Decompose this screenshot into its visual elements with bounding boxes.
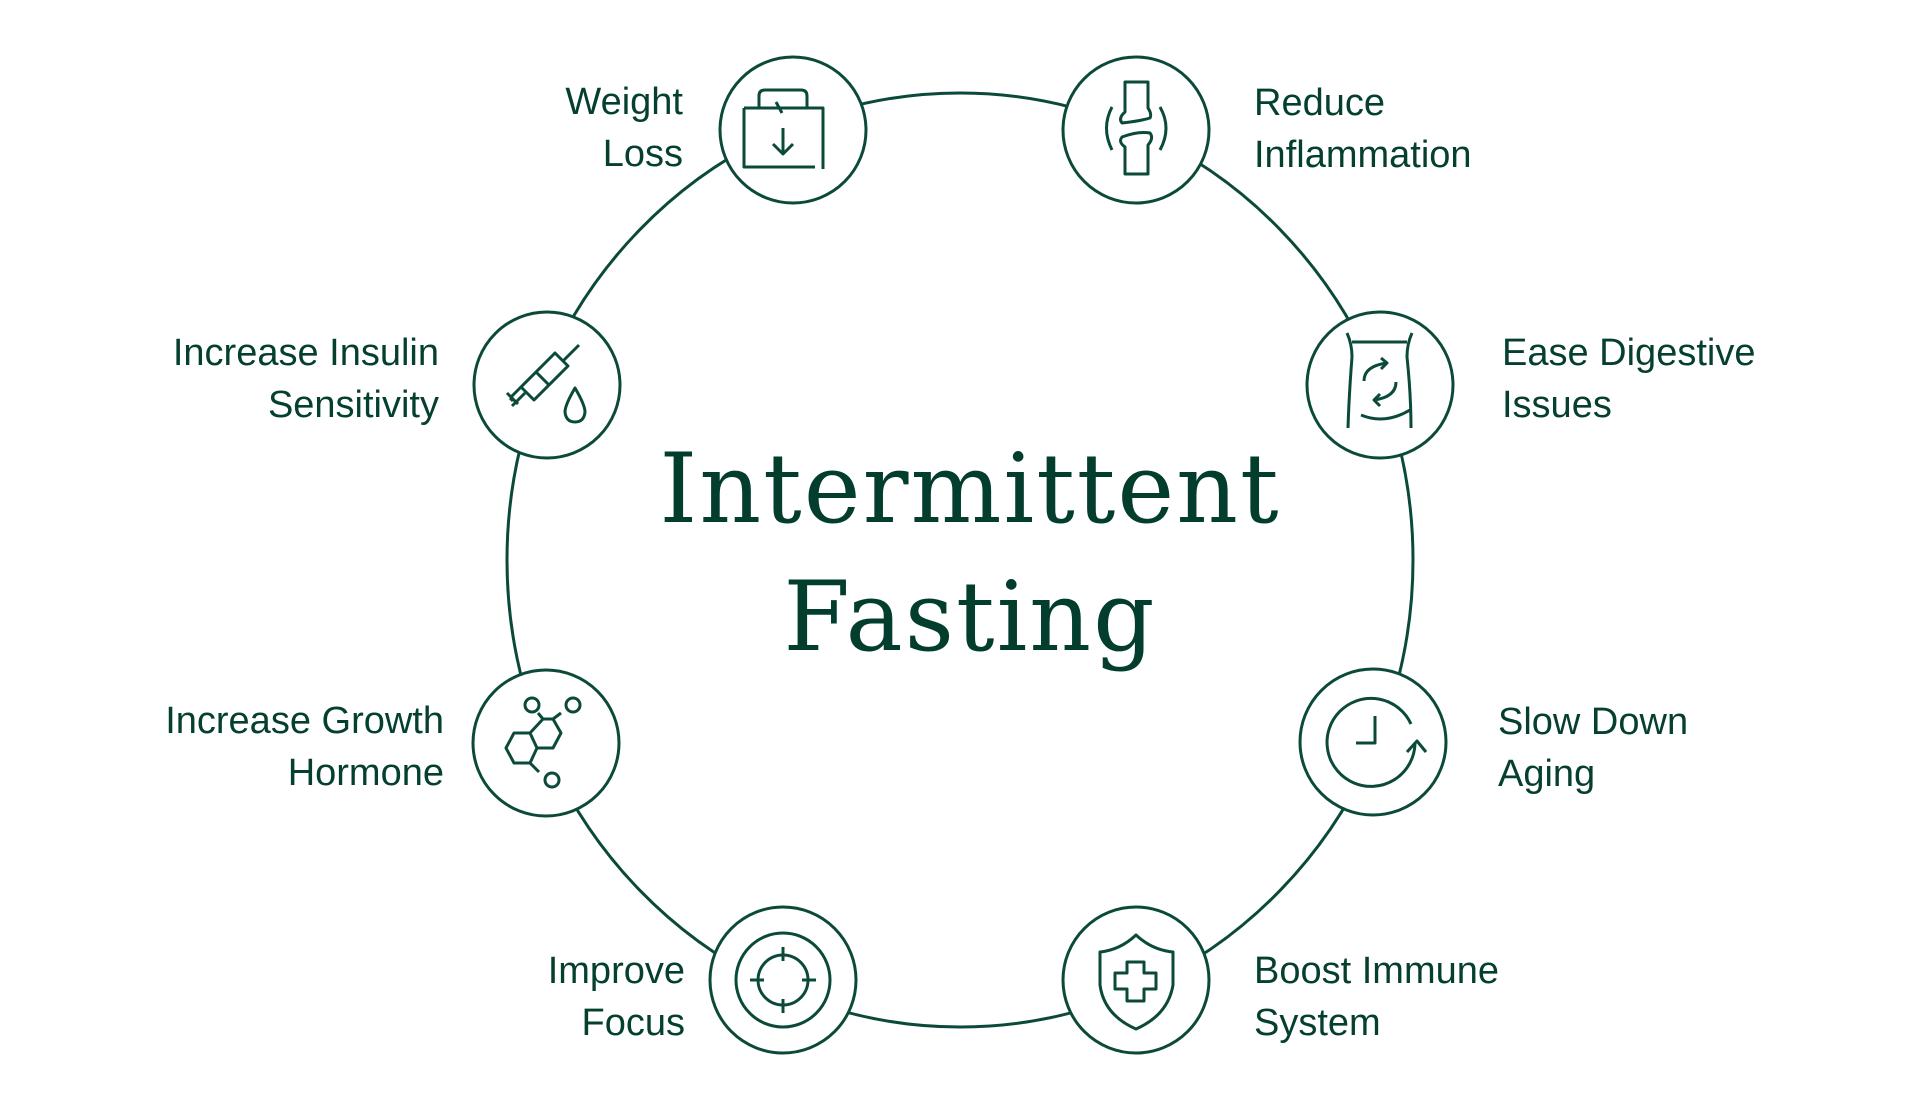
main-ring: [505, 91, 1415, 1029]
title-line-2: Fasting: [783, 561, 1157, 673]
label-weight-loss: Weight Loss: [565, 81, 683, 175]
title-line-1: Intermittent: [659, 433, 1281, 545]
label-insulin-sensitivity: Increase Insulin Sensitivity: [172, 332, 439, 426]
syringe-drop-icon: [472, 310, 622, 460]
label-slow-aging: Slow Down Aging: [1498, 701, 1689, 795]
label-ease-digestive: Ease Digestive Issues: [1502, 332, 1756, 426]
stomach-icon: [1305, 310, 1455, 460]
clock-refresh-icon: [1298, 667, 1448, 817]
joint-icon: [1061, 55, 1211, 205]
label-growth-hormone: Increase Growth Hormone: [165, 700, 444, 794]
shield-plus-icon: [1061, 905, 1211, 1055]
label-reduce-inflammation: Reduce Inflammation: [1254, 82, 1472, 176]
label-boost-immune: Boost Immune System: [1254, 950, 1499, 1044]
scale-down-icon: [718, 55, 868, 205]
molecule-icon: [471, 668, 621, 818]
label-improve-focus: Improve Focus: [547, 950, 685, 1044]
target-icon: [708, 905, 858, 1055]
